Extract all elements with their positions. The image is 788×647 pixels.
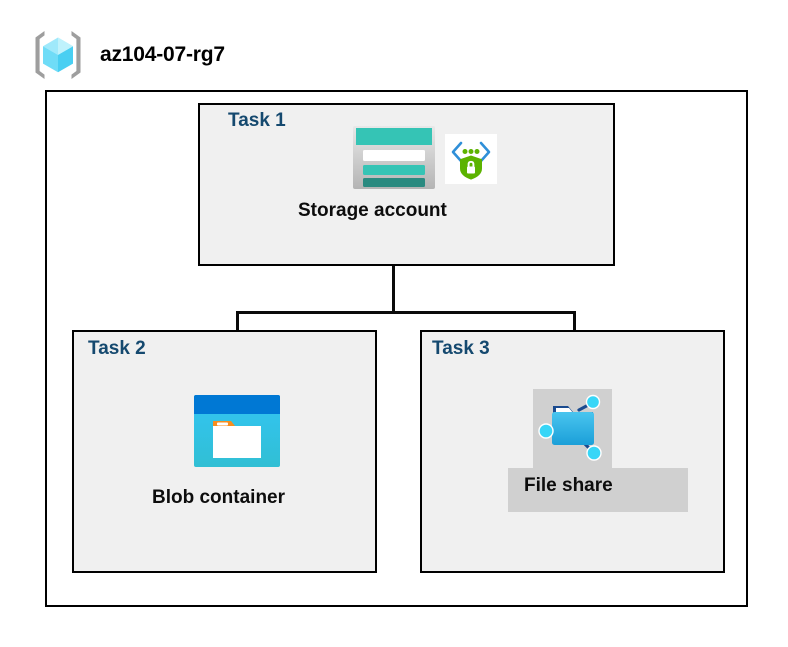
resource-group-header: az104-07-rg7 [30, 27, 225, 83]
blob-container-icon [194, 395, 280, 467]
resource-group-cube-icon [35, 31, 81, 79]
blob-container-caption: Blob container [152, 487, 286, 508]
file-share-caption: File share [524, 475, 613, 496]
task-2-label: Task 2 [88, 338, 146, 359]
resource-group-name: az104-07-rg7 [100, 43, 225, 66]
file-share-label-backplate [508, 468, 688, 512]
task-3-label: Task 3 [432, 338, 490, 359]
connector-horizontal-bus [236, 311, 575, 314]
storage-account-icon [353, 126, 435, 189]
task-1-label: Task 1 [228, 110, 286, 131]
connector-storage-trunk [392, 226, 395, 312]
secure-endpoint-shield-icon [445, 134, 497, 184]
storage-account-caption: Storage account [298, 200, 447, 221]
file-share-icon [538, 394, 602, 461]
